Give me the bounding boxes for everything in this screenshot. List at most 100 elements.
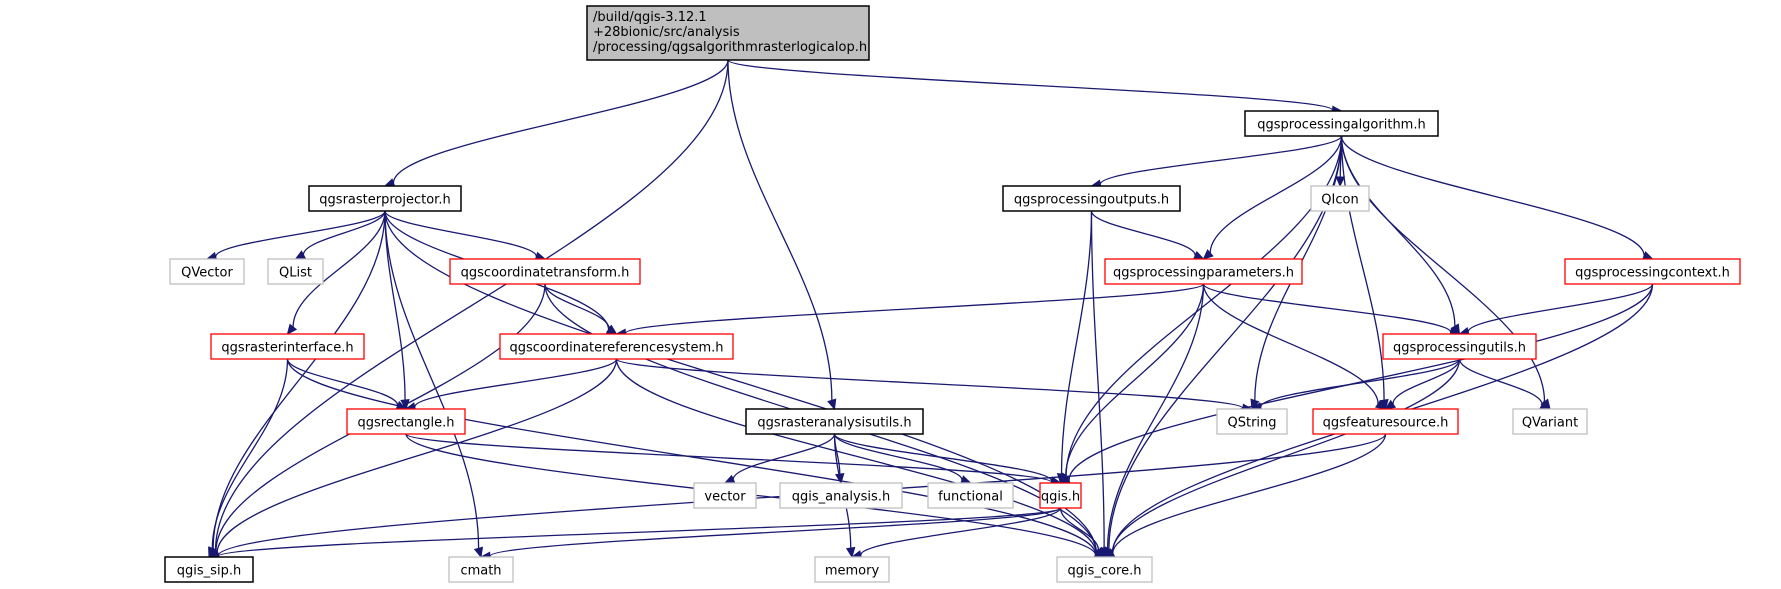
edge-line bbox=[860, 507, 1062, 556]
edge-line bbox=[405, 433, 1053, 483]
node-qgis_analysis: qgis_analysis.h bbox=[779, 482, 903, 509]
node-qgsrasteranalysisutils[interactable]: qgsrasteranalysisutils.h bbox=[745, 408, 924, 435]
edge-line bbox=[1340, 135, 1645, 256]
edge-qgsprocessingalgorithm-to-qgsprocessingcontext bbox=[1340, 135, 1654, 260]
edge-root-to-qgsrasterprojector bbox=[383, 59, 729, 188]
edge-qgsprocessingalgorithm-to-qgsprocessingoutputs bbox=[1090, 135, 1343, 189]
node-box bbox=[1564, 258, 1741, 285]
node-label: qgsfeaturesource.h bbox=[1323, 416, 1449, 431]
edge-qgsrasterprojector-to-QList bbox=[294, 210, 386, 260]
node-QVariant: QVariant bbox=[1512, 408, 1588, 435]
edge-line bbox=[392, 59, 729, 183]
node-qgsrasterinterface[interactable]: qgsrasterinterface.h bbox=[210, 333, 365, 360]
node-label: qgsprocessingparameters.h bbox=[1113, 266, 1294, 281]
edge-qgscoordinatereferencesystem-to-QString bbox=[615, 358, 1254, 414]
edge-qgsrasterprojector-to-cmath bbox=[384, 210, 484, 559]
edge-line bbox=[286, 358, 399, 406]
nodes-layer: /build/qgis-3.12.1+28bionic/src/analysis… bbox=[164, 5, 1741, 583]
node-root[interactable]: /build/qgis-3.12.1+28bionic/src/analysis… bbox=[586, 5, 870, 61]
arrowhead-icon bbox=[286, 323, 298, 335]
arrowhead-icon bbox=[1384, 399, 1397, 410]
node-qgscoordinatereferencesystem[interactable]: qgscoordinatereferencesystem.h bbox=[499, 333, 734, 360]
node-qgsprocessingparameters[interactable]: qgsprocessingparameters.h bbox=[1104, 258, 1303, 285]
edge-line bbox=[1392, 358, 1461, 405]
arrowhead-icon bbox=[835, 472, 845, 485]
edge-line bbox=[1260, 358, 1461, 408]
arrowhead-icon bbox=[1202, 249, 1214, 260]
node-QList: QList bbox=[267, 258, 324, 285]
edge-line bbox=[833, 433, 841, 475]
edge-line bbox=[384, 210, 406, 401]
node-label: QList bbox=[279, 266, 312, 281]
node-qgis_sip[interactable]: qgis_sip.h bbox=[164, 556, 254, 583]
edge-qgsprocessingutils-to-qgis_core bbox=[1103, 358, 1461, 558]
node-box bbox=[1216, 408, 1288, 435]
node-box bbox=[1056, 556, 1153, 583]
node-QString: QString bbox=[1216, 408, 1288, 435]
edge-line bbox=[214, 59, 729, 551]
edge-root-to-qgsrasteranalysisutils bbox=[727, 59, 837, 411]
node-qgsfeaturesource[interactable]: qgsfeaturesource.h bbox=[1312, 408, 1459, 435]
edge-line bbox=[1111, 358, 1461, 553]
edge-line bbox=[1202, 283, 1379, 404]
edge-line bbox=[615, 358, 1097, 554]
node-box bbox=[1244, 110, 1439, 137]
edge-line bbox=[1060, 210, 1093, 475]
edge-qgsrasteranalysisutils-to-vector bbox=[723, 433, 836, 484]
node-qgis[interactable]: qgis.h bbox=[1039, 482, 1082, 509]
edge-qgsrasterinterface-to-qgsrectangle bbox=[286, 358, 408, 410]
node-cmath: cmath bbox=[448, 556, 514, 583]
edge-line bbox=[414, 358, 618, 408]
edge-line bbox=[1112, 433, 1387, 554]
node-box bbox=[449, 258, 641, 285]
node-box bbox=[1104, 258, 1303, 285]
node-label: qgsrasterprojector.h bbox=[319, 193, 450, 208]
node-memory: memory bbox=[814, 556, 890, 583]
arrowhead-icon bbox=[845, 546, 856, 559]
edge-line bbox=[1340, 135, 1456, 327]
edge-qgsprocessingoutputs-to-qgis bbox=[1056, 210, 1093, 485]
node-qgsrectangle[interactable]: qgsrectangle.h bbox=[346, 408, 466, 435]
node-qgis_core: qgis_core.h bbox=[1056, 556, 1153, 583]
edge-qgsprocessingalgorithm-to-qgsprocessingparameters bbox=[1202, 135, 1343, 260]
edge-line bbox=[1202, 283, 1452, 333]
node-qgsprocessingalgorithm[interactable]: qgsprocessingalgorithm.h bbox=[1244, 110, 1439, 137]
node-label: +28bionic/src/analysis bbox=[593, 25, 740, 40]
edge-line bbox=[1340, 135, 1546, 402]
node-box bbox=[1002, 185, 1181, 212]
node-qgsprocessingcontext[interactable]: qgsprocessingcontext.h bbox=[1564, 258, 1741, 285]
node-qgsprocessingutils[interactable]: qgsprocessingutils.h bbox=[1382, 333, 1537, 360]
node-label: qgsrectangle.h bbox=[357, 416, 454, 431]
node-box bbox=[164, 556, 254, 583]
node-box bbox=[499, 333, 734, 360]
edge-line bbox=[384, 210, 480, 549]
edge-qgscoordinatereferencesystem-to-qgsrectangle bbox=[404, 358, 618, 412]
node-box bbox=[346, 408, 466, 435]
node-qgscoordinatetransform[interactable]: qgscoordinatetransform.h bbox=[449, 258, 641, 285]
edge-line bbox=[1458, 358, 1543, 405]
edge-line bbox=[833, 433, 963, 481]
arrowhead-icon bbox=[827, 398, 837, 411]
node-label: qgsprocessingalgorithm.h bbox=[1257, 118, 1425, 133]
node-qgsprocessingoutputs[interactable]: qgsprocessingoutputs.h bbox=[1002, 185, 1181, 212]
node-qgsrasterprojector[interactable]: qgsrasterprojector.h bbox=[308, 185, 462, 212]
edge-line bbox=[384, 210, 538, 257]
edge-line bbox=[212, 210, 386, 549]
edge-line bbox=[489, 507, 1062, 557]
edge-line bbox=[1106, 283, 1205, 549]
edge-qgis-to-qgis_core bbox=[1059, 507, 1106, 558]
node-box bbox=[210, 333, 365, 360]
node-box bbox=[267, 258, 324, 285]
edge-qgsprocessingcontext-to-qgsprocessingutils bbox=[1458, 283, 1654, 337]
node-box bbox=[1512, 408, 1588, 435]
node-label: QVariant bbox=[1522, 416, 1578, 431]
node-vector: vector bbox=[693, 482, 757, 509]
edge-qgsrasterinterface-to-qgis_sip bbox=[208, 358, 289, 559]
edge-qgsrasterprojector-to-qgsrectangle bbox=[384, 210, 410, 411]
edge-line bbox=[833, 433, 1053, 482]
node-label: qgis_core.h bbox=[1068, 564, 1142, 579]
edges-layer bbox=[205, 59, 1654, 562]
edge-qgis-to-cmath bbox=[479, 507, 1062, 561]
edge-qgsprocessingparameters-to-qgsfeaturesource bbox=[1202, 283, 1387, 410]
